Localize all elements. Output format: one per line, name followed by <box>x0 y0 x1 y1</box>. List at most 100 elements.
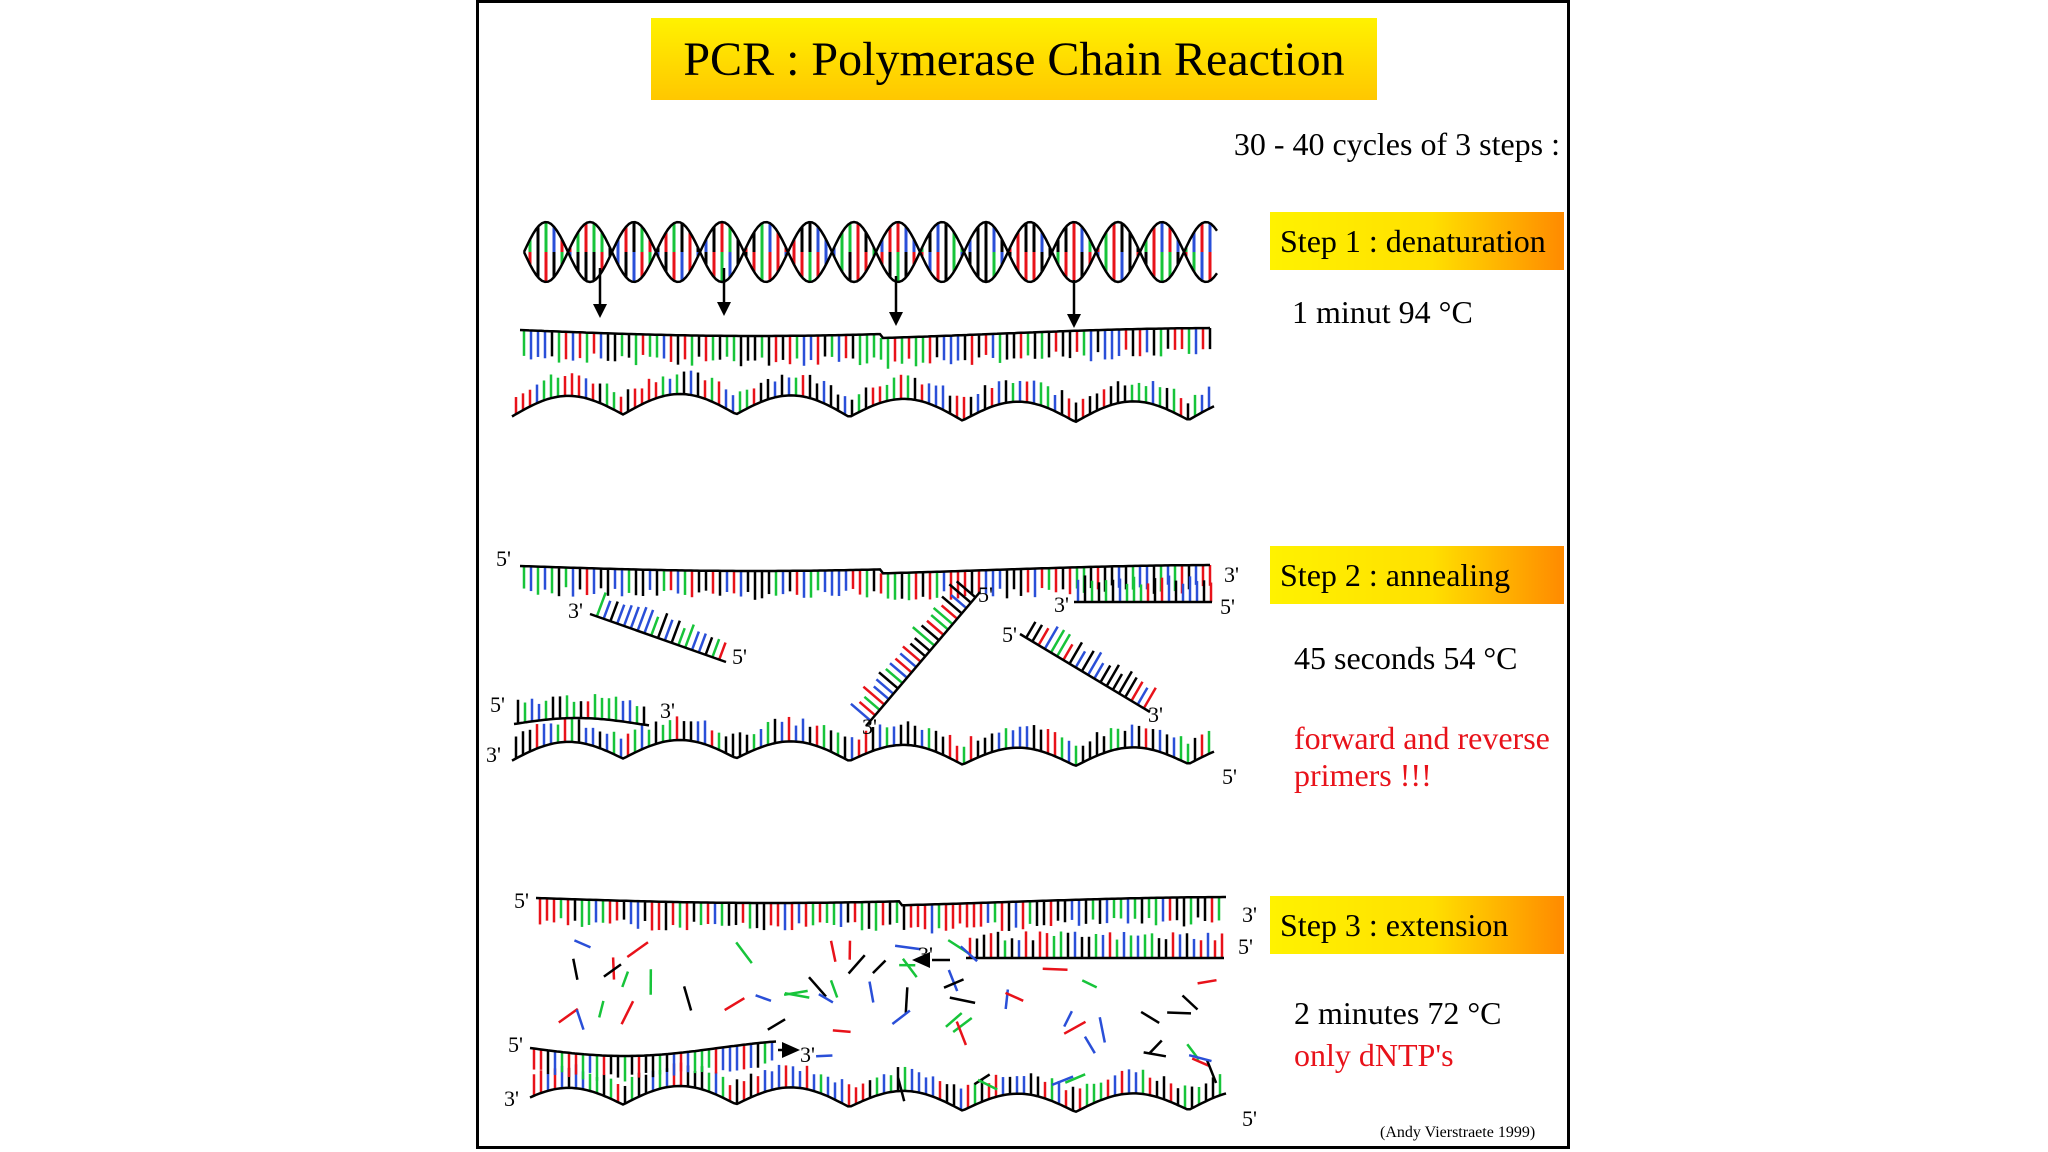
strand-5-prime-label: 5' <box>1220 594 1235 619</box>
dntp <box>1004 991 1024 1002</box>
dntp <box>868 981 875 1003</box>
dntp <box>945 1012 963 1028</box>
base <box>902 645 922 663</box>
base <box>1105 664 1121 687</box>
strand-3-prime-label: 3' <box>1148 702 1163 727</box>
dntp <box>943 978 965 989</box>
base <box>663 619 674 641</box>
base <box>1093 662 1105 680</box>
dntp <box>808 976 827 998</box>
strand-3-prime-label: 3' <box>568 598 583 623</box>
base <box>711 638 721 658</box>
credit-text: (Andy Vierstraete 1999) <box>1380 1124 1536 1141</box>
dna-strands <box>511 326 1227 1114</box>
base <box>878 671 899 690</box>
dntp <box>682 986 693 1011</box>
dntp <box>947 969 959 992</box>
step-3-banner: Step 3 : extension <box>1270 896 1564 954</box>
dntp <box>724 997 746 1012</box>
dntp <box>597 1000 605 1018</box>
base <box>1043 625 1059 650</box>
base <box>913 637 931 652</box>
dntp <box>949 996 976 1005</box>
step-2-detail: 45 seconds 54 °C <box>1294 640 1518 676</box>
dntp <box>1181 994 1199 1011</box>
strand-3-prime-label: 3' <box>800 1042 815 1067</box>
dntp <box>1081 979 1098 989</box>
base <box>858 700 876 717</box>
dntp <box>783 989 808 997</box>
base <box>1080 650 1095 672</box>
strand-3-prime-label: 3' <box>660 698 675 723</box>
dntp <box>1143 1051 1167 1058</box>
separated-bottom-strand <box>511 392 1215 424</box>
down-arrow-head <box>593 304 607 318</box>
strand-3-prime-label: 3' <box>486 742 501 767</box>
base <box>1049 629 1066 654</box>
base <box>950 594 968 610</box>
base <box>595 592 607 617</box>
base <box>899 652 917 668</box>
base <box>1087 651 1103 676</box>
dntp <box>872 959 887 974</box>
page-title: PCR : Polymerase Chain Reaction <box>683 32 1345 86</box>
base <box>650 616 660 637</box>
dntp <box>1063 1020 1087 1035</box>
base <box>911 626 936 647</box>
dntp <box>816 1054 833 1058</box>
base <box>863 695 881 711</box>
forward-primer-left <box>513 716 650 727</box>
dntp <box>952 1016 973 1033</box>
step-3-note: only dNTP's <box>1294 1037 1454 1073</box>
strand-3-prime-label: 3' <box>1054 592 1069 617</box>
base <box>1136 687 1149 706</box>
template-top-strand-3 <box>535 895 1226 907</box>
base <box>1031 624 1044 643</box>
dntp <box>735 941 753 964</box>
step-2-banner: Step 2 : annealing <box>1270 546 1564 604</box>
dntp <box>1051 1075 1074 1087</box>
title-banner: PCR : Polymerase Chain Reaction <box>651 18 1377 100</box>
dntp <box>1083 1035 1096 1054</box>
strand-5-prime-label: 5' <box>1238 934 1253 959</box>
dntp <box>626 941 649 959</box>
down-arrow-head <box>717 302 731 316</box>
base <box>941 595 963 615</box>
step-1-banner: Step 1 : denaturation <box>1270 212 1564 270</box>
strand-end-labels: 5'3'3'5'3'5'5'5'3'5'3'3'3'5'5'3'3'5'5'3'… <box>486 546 1257 1131</box>
base <box>677 627 686 646</box>
strand-5-prime-label: 5' <box>1222 764 1237 789</box>
base <box>622 604 633 627</box>
base <box>889 662 908 679</box>
strand-3-prime-label: 3' <box>918 942 933 967</box>
base <box>616 604 626 625</box>
primer-diagonal-right <box>1019 632 1151 714</box>
base <box>1111 673 1124 691</box>
base <box>636 606 648 632</box>
base <box>629 606 640 629</box>
dntp <box>1191 1057 1210 1067</box>
base <box>920 624 940 642</box>
dntp <box>1197 978 1217 985</box>
base <box>1056 633 1072 657</box>
step-1-detail: 1 minut 94 °C <box>1292 294 1473 330</box>
base <box>932 606 954 626</box>
primer-left-annealed <box>589 612 727 664</box>
dntp <box>573 939 592 949</box>
dntp <box>755 994 772 1002</box>
down-arrow-head <box>1067 314 1081 328</box>
base <box>948 583 972 604</box>
base <box>670 620 682 644</box>
dntp <box>1098 1016 1107 1043</box>
base <box>1037 627 1050 646</box>
strand-3-prime-label: 3' <box>1242 902 1257 927</box>
base <box>926 619 945 636</box>
strand-5-prime-label: 5' <box>1002 622 1017 647</box>
dntp <box>847 954 866 975</box>
base <box>1062 643 1074 661</box>
base <box>1074 650 1087 669</box>
strand-3-prime-label: 3' <box>862 714 877 739</box>
dntp <box>894 944 921 951</box>
strand-5-prime-label: 5' <box>490 692 505 717</box>
